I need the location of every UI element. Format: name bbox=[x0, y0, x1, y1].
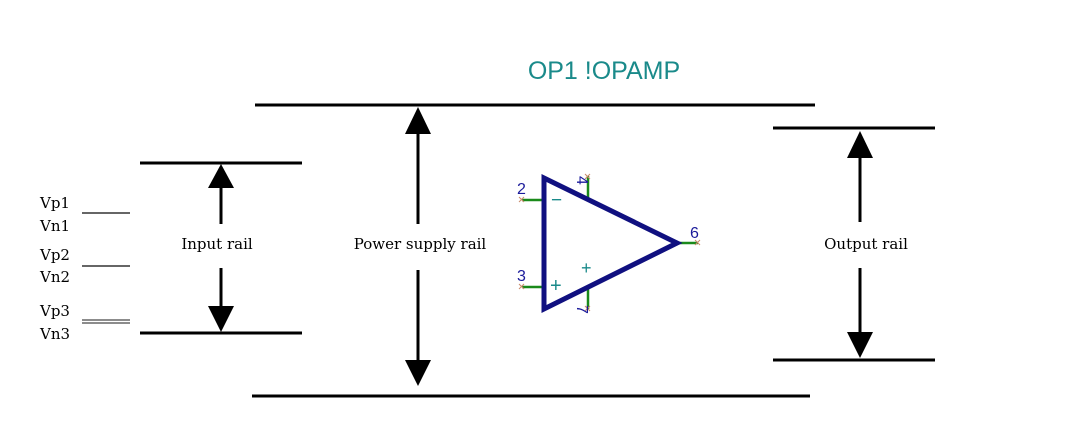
signal-label-vn1: Vn1 bbox=[39, 217, 70, 235]
pin-number-2: 2 bbox=[517, 181, 526, 198]
signal-label-vn3: Vn3 bbox=[39, 325, 70, 343]
output-rail-down-arrow bbox=[847, 268, 873, 358]
signal-label-vp2: Vp2 bbox=[39, 246, 70, 264]
input-rail-up-arrow bbox=[208, 164, 234, 224]
pin-number-7: 7 bbox=[573, 305, 590, 314]
non-inverting-input-symbol: + bbox=[550, 275, 562, 297]
signal-label-vn2: Vn2 bbox=[39, 268, 70, 286]
opamp-body bbox=[541, 173, 683, 314]
power-rail-up-arrow bbox=[405, 107, 431, 224]
pin-number-4: 4 bbox=[573, 176, 590, 185]
pin-endpoints bbox=[518, 173, 701, 312]
input-rail-down-arrow bbox=[208, 268, 234, 332]
signal-label-vp1: Vp1 bbox=[39, 194, 70, 212]
pin-number-6: 6 bbox=[690, 225, 699, 242]
signal-label-vp3: Vp3 bbox=[39, 302, 70, 320]
pin-number-3: 3 bbox=[517, 268, 526, 285]
body-plus-symbol: + bbox=[581, 258, 592, 278]
input-rail-label: Input rail bbox=[181, 235, 253, 253]
output-rail-label: Output rail bbox=[824, 235, 908, 253]
opamp-symbol: − + + 2 3 6 4 7 bbox=[517, 173, 701, 314]
power-rail-down-arrow bbox=[405, 270, 431, 386]
output-rail-up-arrow bbox=[847, 131, 873, 222]
inverting-input-symbol: − bbox=[551, 190, 562, 211]
diagram-title: OP1 !OPAMP bbox=[528, 57, 680, 85]
power-supply-rail-label: Power supply rail bbox=[354, 235, 487, 253]
